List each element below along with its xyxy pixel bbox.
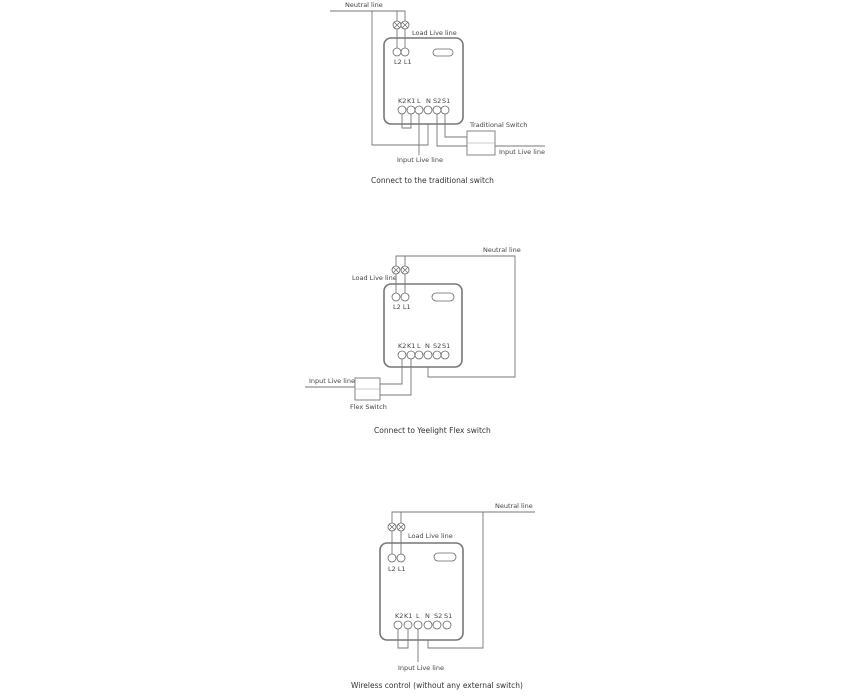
switch-label: Flex Switch xyxy=(350,403,387,411)
neutral-line-label: Neutral line xyxy=(345,1,383,9)
svg-text:S2: S2 xyxy=(434,612,442,620)
svg-text:K1: K1 xyxy=(407,97,415,105)
svg-text:K2: K2 xyxy=(395,612,403,620)
lamp-icon xyxy=(400,20,410,30)
svg-text:K1: K1 xyxy=(404,612,412,620)
lamp-icon xyxy=(392,20,402,30)
input-live-line-label: Input Live line xyxy=(397,156,443,164)
svg-text:K2: K2 xyxy=(398,342,406,350)
input-live-line-label: Input Live line xyxy=(398,664,444,672)
lamp-icon xyxy=(396,522,406,532)
svg-text:N: N xyxy=(425,342,430,350)
output-terminal-labels: L2 L1 xyxy=(393,303,411,311)
load-live-line-label: Load Live line xyxy=(412,29,457,37)
indicator-button xyxy=(431,292,455,302)
indicator-button xyxy=(433,552,457,562)
switch-module xyxy=(383,283,463,368)
svg-text:S1: S1 xyxy=(442,342,450,350)
caption: Wireless control (without any external s… xyxy=(351,681,523,690)
svg-text:S2: S2 xyxy=(433,342,441,350)
lamp-icon xyxy=(391,265,401,275)
neutral-line-label: Neutral line xyxy=(483,246,521,254)
caption: Connect to Yeelight Flex switch xyxy=(374,426,491,435)
caption: Connect to the traditional switch xyxy=(371,176,494,185)
switch-module xyxy=(383,37,464,125)
input-live-line-label: Input Live line xyxy=(309,377,355,385)
switch-label: Traditional Switch xyxy=(469,121,527,129)
output-terminal-labels: L2 L1 xyxy=(388,565,406,573)
load-live-line-label: Load Live line xyxy=(408,532,453,540)
svg-text:K1: K1 xyxy=(407,342,415,350)
load-live-line-label: Load Live line xyxy=(352,274,397,282)
lamp-icon xyxy=(400,265,410,275)
svg-text:L: L xyxy=(416,612,420,620)
svg-text:N: N xyxy=(426,97,431,105)
switch-module xyxy=(379,542,464,641)
indicator-button xyxy=(432,48,454,57)
svg-text:N: N xyxy=(425,612,430,620)
svg-text:K2: K2 xyxy=(398,97,406,105)
input-live-line-label: Input Live line xyxy=(499,148,545,156)
lamp-icon xyxy=(387,522,397,532)
svg-text:S2: S2 xyxy=(433,97,441,105)
svg-text:S1: S1 xyxy=(444,612,452,620)
output-terminal-labels: L2 L1 xyxy=(394,58,412,66)
svg-text:S1: S1 xyxy=(442,97,450,105)
svg-text:L: L xyxy=(417,342,421,350)
svg-text:L: L xyxy=(417,97,421,105)
neutral-line-label: Neutral line xyxy=(495,502,533,510)
